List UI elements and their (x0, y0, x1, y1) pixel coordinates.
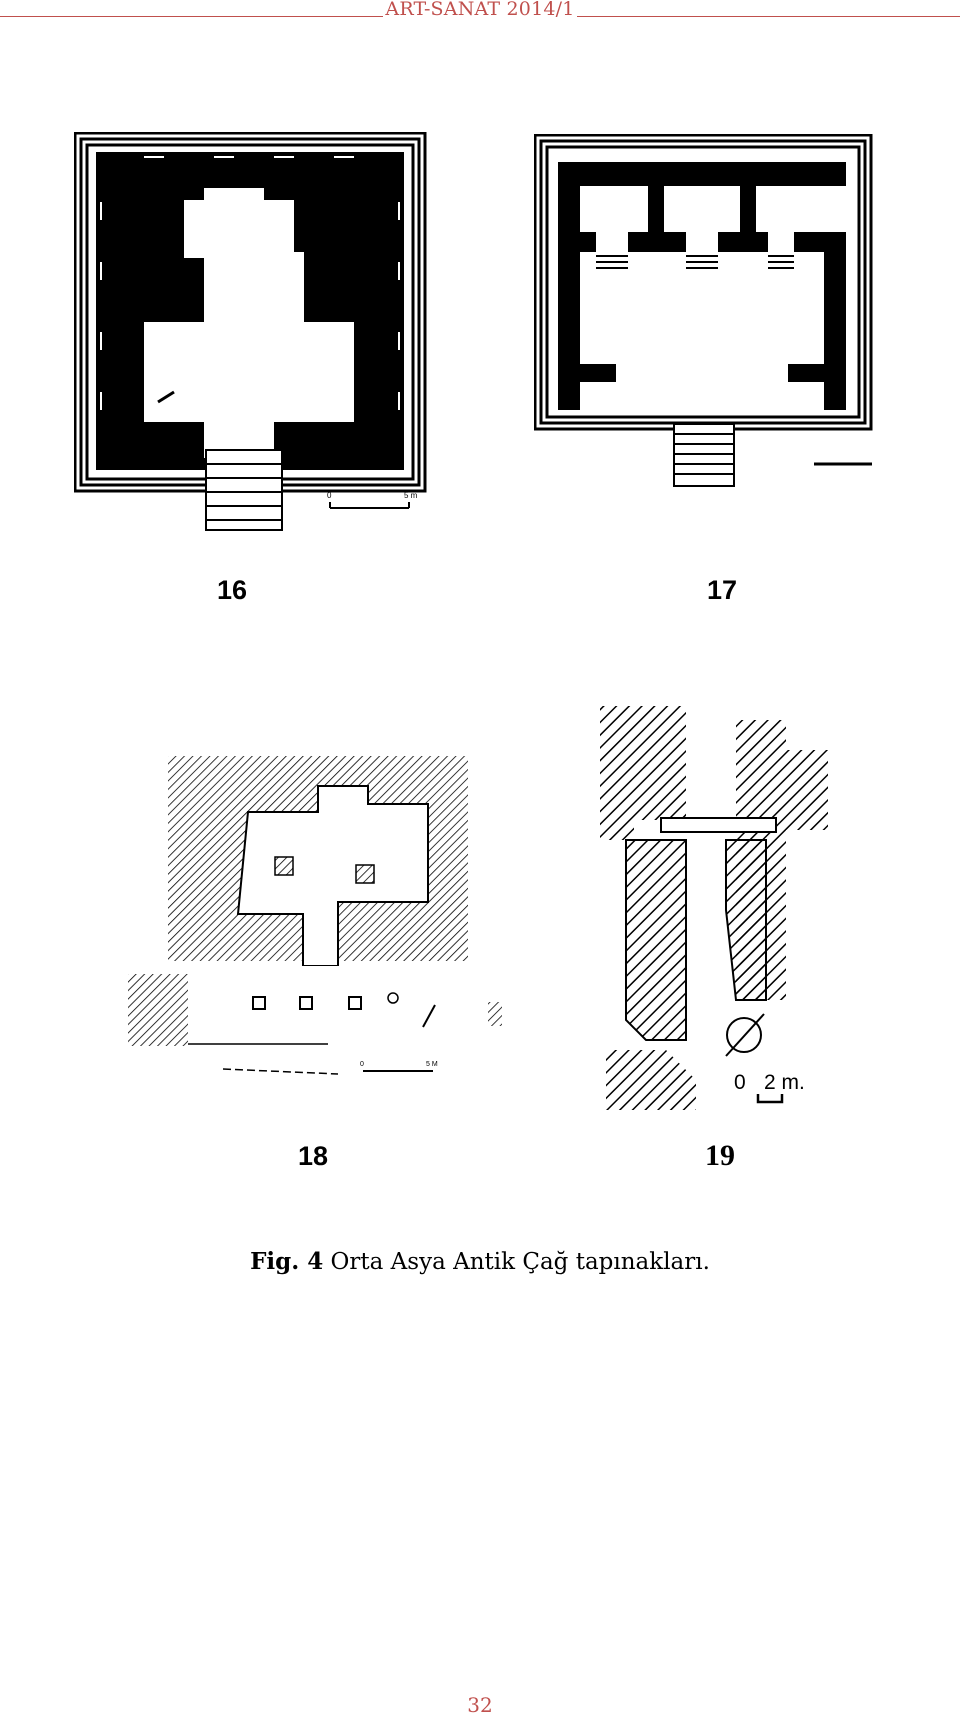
figure-label-17: 17 (707, 575, 738, 605)
plan-16-scale-zero: 0 (327, 491, 332, 500)
plan-16-scale-label: 5 m (404, 491, 418, 500)
figure-label-19: 19 (705, 1139, 735, 1172)
running-title: ART-SANAT 2014/1 (383, 0, 577, 20)
caption-text: Orta Asya Antik Çağ tapınakları. (330, 1249, 710, 1275)
plan-19-scale-zero: 0 (734, 1071, 746, 1094)
plan-18-scale-label: 5 M (426, 1061, 438, 1068)
plan-16-figure: 0 5 m (74, 132, 444, 542)
caption-label: Fig. 4 (250, 1248, 324, 1275)
plan-19-scale-label: 2 m. (764, 1071, 805, 1094)
figure-label-16: 16 (217, 575, 248, 605)
figure-label-18: 18 (298, 1141, 329, 1171)
page-number: 32 (467, 1693, 493, 1717)
plan-17-figure (534, 134, 874, 494)
plan-18-scale-zero: 0 (360, 1061, 364, 1068)
plan-19-figure: 0 2 m. (596, 700, 846, 1120)
figure-caption: Fig. 4 Orta Asya Antik Çağ tapınakları. (0, 1248, 960, 1275)
running-header: ART-SANAT 2014/1 (0, 0, 960, 20)
plan-18-figure: 0 5 M (128, 744, 508, 1124)
